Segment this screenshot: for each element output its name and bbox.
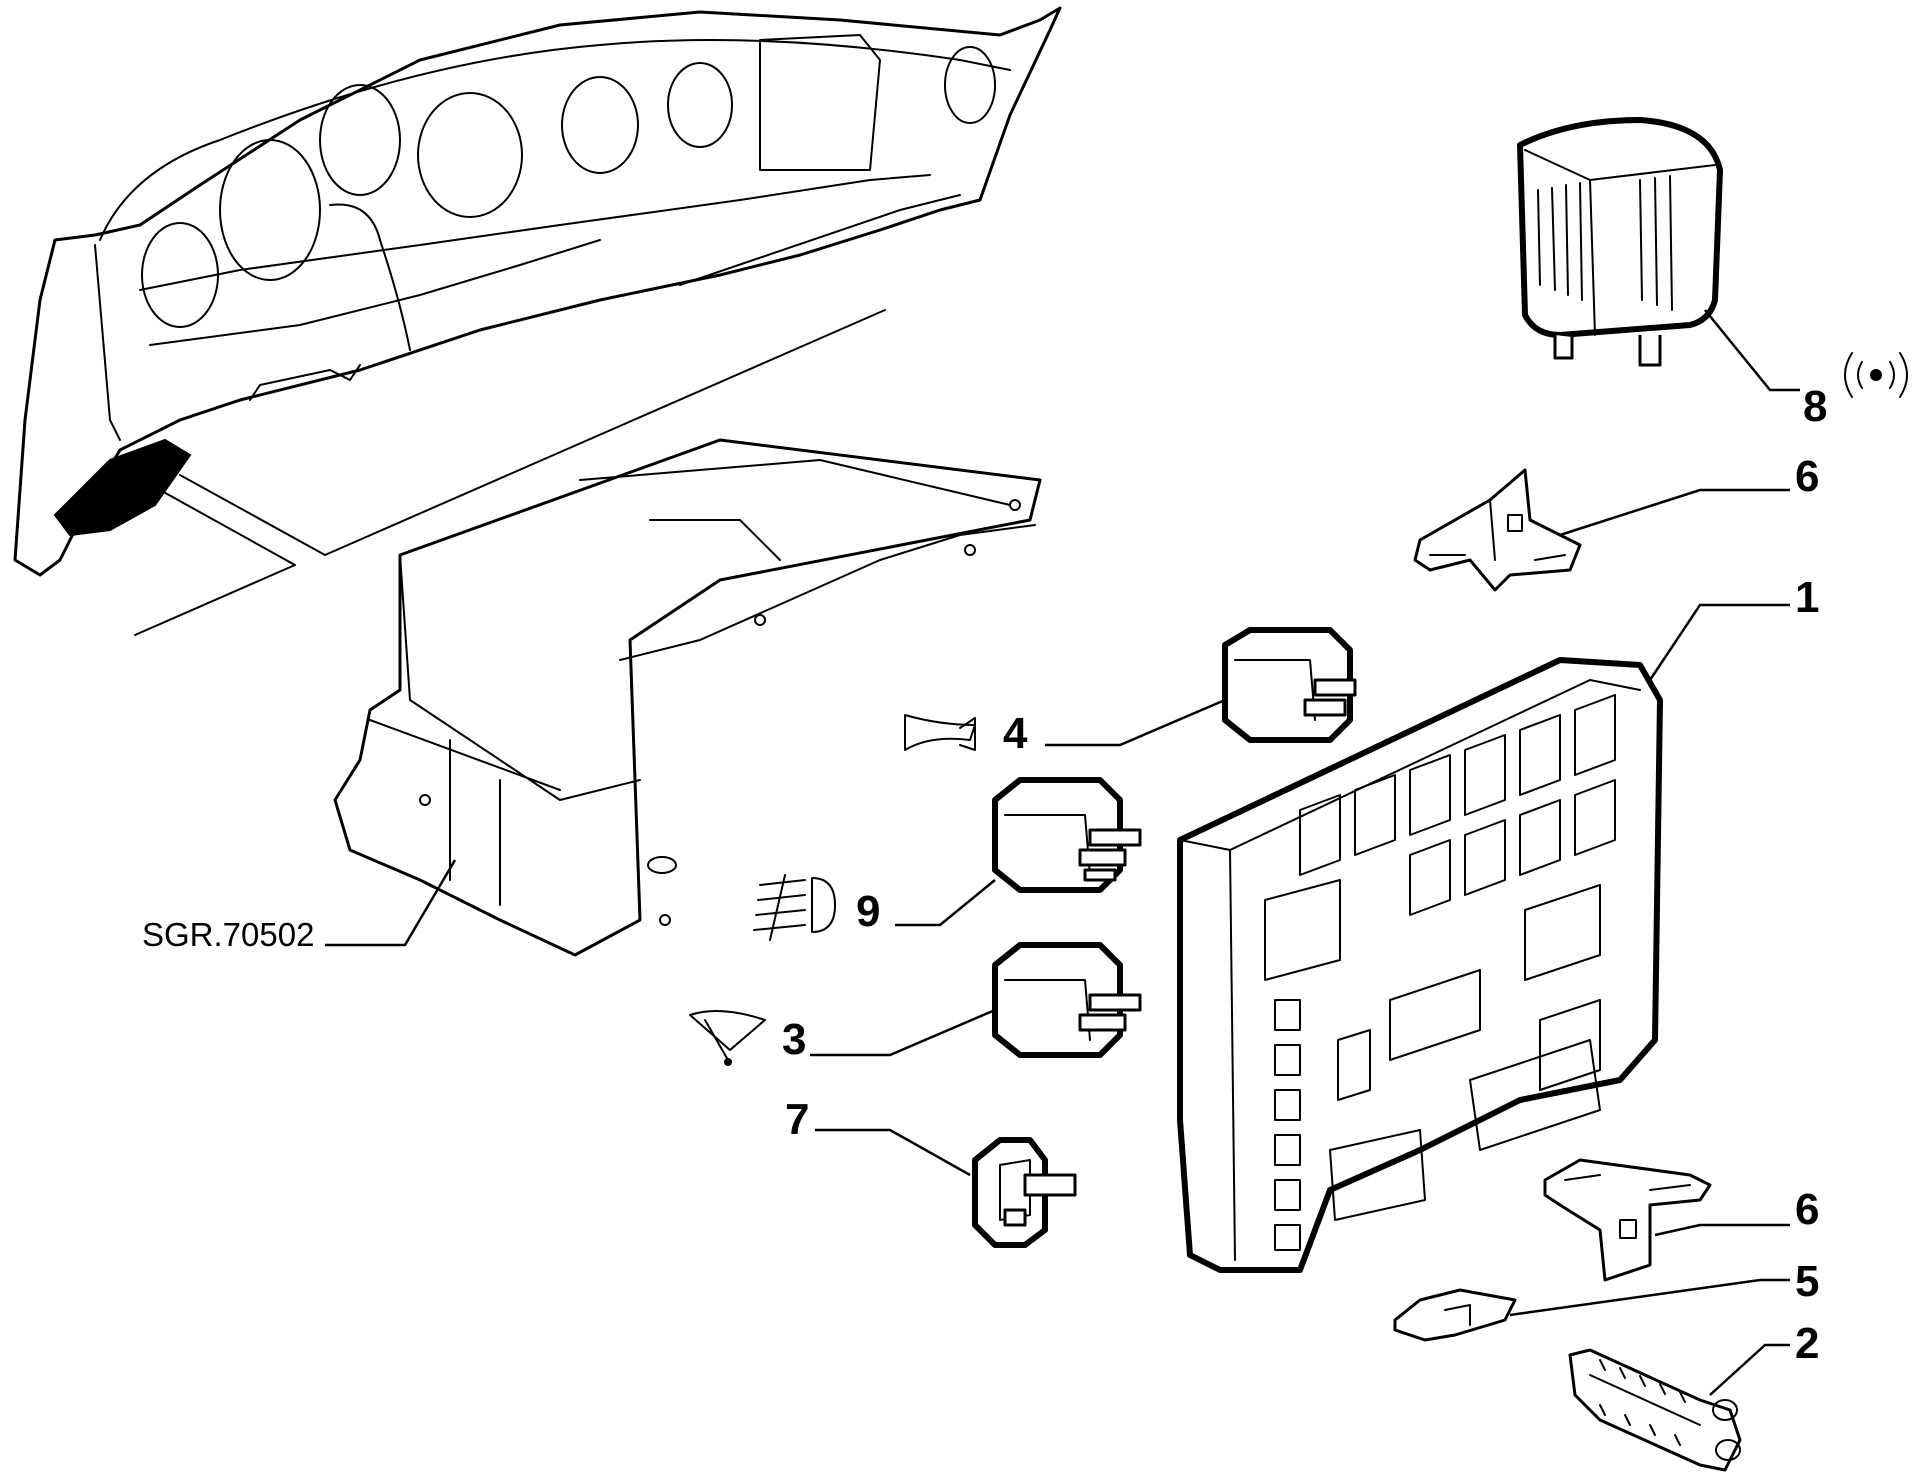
callout-9: 9 — [856, 887, 881, 936]
fuse-box-bracket — [325, 438, 1042, 957]
fog-light-icon — [753, 874, 836, 941]
relay-horn — [1045, 627, 1357, 747]
callout-4: 4 — [1003, 709, 1028, 758]
mounting-clip-upper — [1413, 468, 1790, 592]
relay-wiper — [810, 942, 1142, 1058]
callout-6-upper: 6 — [1795, 452, 1820, 501]
wiper-icon — [689, 1010, 766, 1066]
callout-7: 7 — [785, 1095, 810, 1144]
fuse-box — [1177, 603, 1790, 1273]
callout-3: 3 — [782, 1015, 807, 1064]
mounting-clip-lower — [1543, 1158, 1790, 1282]
alarm-signal-icon — [1844, 352, 1908, 398]
callout-1: 1 — [1795, 573, 1820, 622]
fuse-puller — [1568, 1343, 1790, 1472]
dashboard-outline — [13, 6, 1062, 636]
callout-6-lower: 6 — [1795, 1185, 1820, 1234]
callout-5: 5 — [1795, 1257, 1820, 1306]
blade-fuse — [1393, 1278, 1790, 1342]
callout-2: 2 — [1795, 1319, 1820, 1368]
reference-code: SGR.70502 — [142, 916, 315, 953]
relay-large — [1517, 117, 1800, 392]
horn-icon — [904, 714, 976, 751]
relay-socket — [815, 1128, 1077, 1248]
relay-fog-light — [895, 777, 1142, 927]
callout-8: 8 — [1803, 382, 1828, 431]
